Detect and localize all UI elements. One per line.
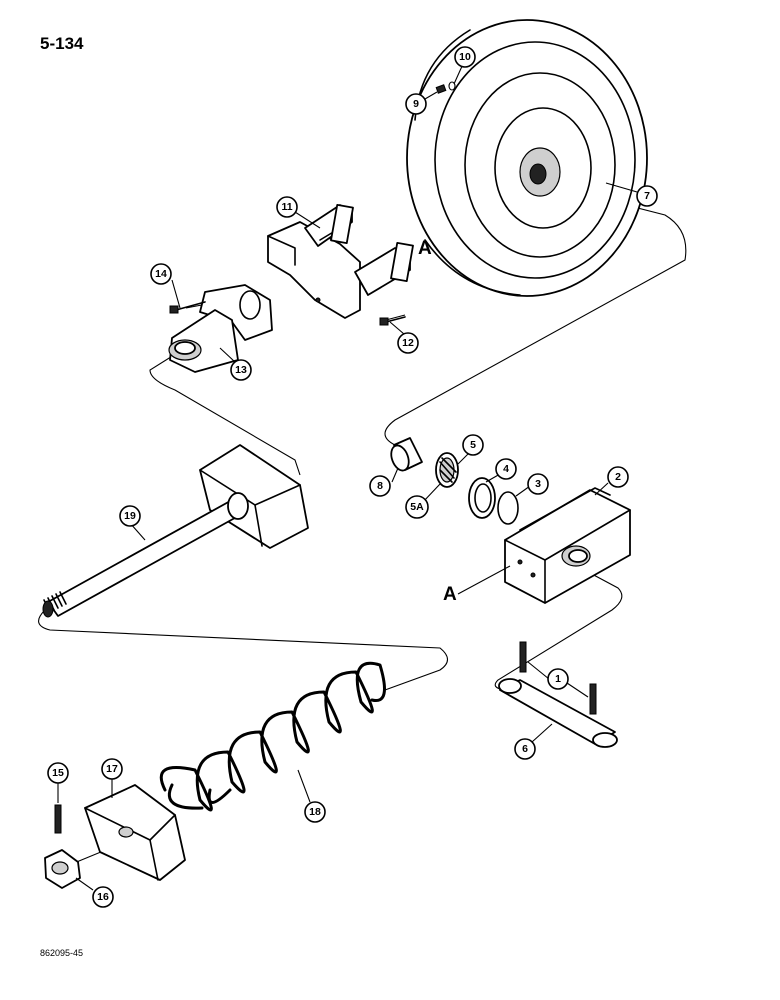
callout-10: 10 [454,46,476,68]
reference-letter-top: A [418,238,432,259]
svg-text:13: 13 [235,364,247,376]
idler-wheel [406,19,648,297]
callout-6: 6 [514,738,536,760]
svg-text:2: 2 [615,471,621,483]
callout-5: 5 [462,434,484,456]
spindle-housing [168,284,273,373]
callout-8: 8 [369,475,391,497]
set-screw [54,804,62,834]
callout-13: 13 [230,359,252,381]
o-ring-3 [497,491,519,525]
drawing-code: 862095-45 [40,948,84,958]
svg-text:17: 17 [106,763,118,775]
callout-15: 15 [47,762,69,784]
spring-plate [84,784,186,881]
svg-text:4: 4 [503,463,509,475]
svg-text:10: 10 [459,51,471,63]
svg-text:15: 15 [52,767,64,779]
svg-text:7: 7 [644,190,650,202]
callout-3: 3 [527,473,549,495]
callout-11: 11 [276,196,298,218]
seal-group [435,452,459,488]
svg-text:1: 1 [555,673,561,685]
plug-and-o-ring [435,81,456,94]
callout-14: 14 [150,263,172,285]
assembly-lines [38,177,687,869]
svg-text:12: 12 [402,337,414,349]
roll-pins [519,641,597,715]
svg-text:19: 19 [124,510,136,522]
svg-text:5: 5 [470,439,476,451]
yoke-assembly [267,203,414,319]
adjuster-rod [42,444,309,618]
pin [498,678,618,748]
svg-text:8: 8 [377,480,383,492]
page-number: 5-134 [40,34,84,53]
svg-text:6: 6 [522,743,528,755]
svg-text:5A: 5A [410,501,424,513]
seal-ring-4 [468,477,496,519]
callout-7: 7 [636,185,658,207]
callout-18: 18 [304,801,326,823]
bushing [390,437,423,472]
leader-lines [57,63,638,891]
callout-12: 12 [397,332,419,354]
svg-text:9: 9 [413,98,419,110]
svg-text:14: 14 [155,268,167,280]
callout-4: 4 [495,458,517,480]
callout-1: 1 [547,668,569,690]
callout-2: 2 [607,466,629,488]
callout-5a: 5A [405,495,429,519]
svg-text:3: 3 [535,478,541,490]
bearing-block [504,487,631,604]
svg-text:11: 11 [281,201,292,213]
svg-text:16: 16 [97,891,109,903]
bolt-14 [169,301,206,314]
recoil-spring [159,661,386,812]
reference-letter-bottom: A [443,584,457,605]
callout-17: 17 [101,758,123,780]
callout-16: 16 [92,886,114,908]
svg-text:18: 18 [309,806,321,818]
callout-19: 19 [119,505,141,527]
adjusting-nut [44,849,81,889]
bolt-12 [379,316,406,326]
callout-9: 9 [405,93,427,115]
